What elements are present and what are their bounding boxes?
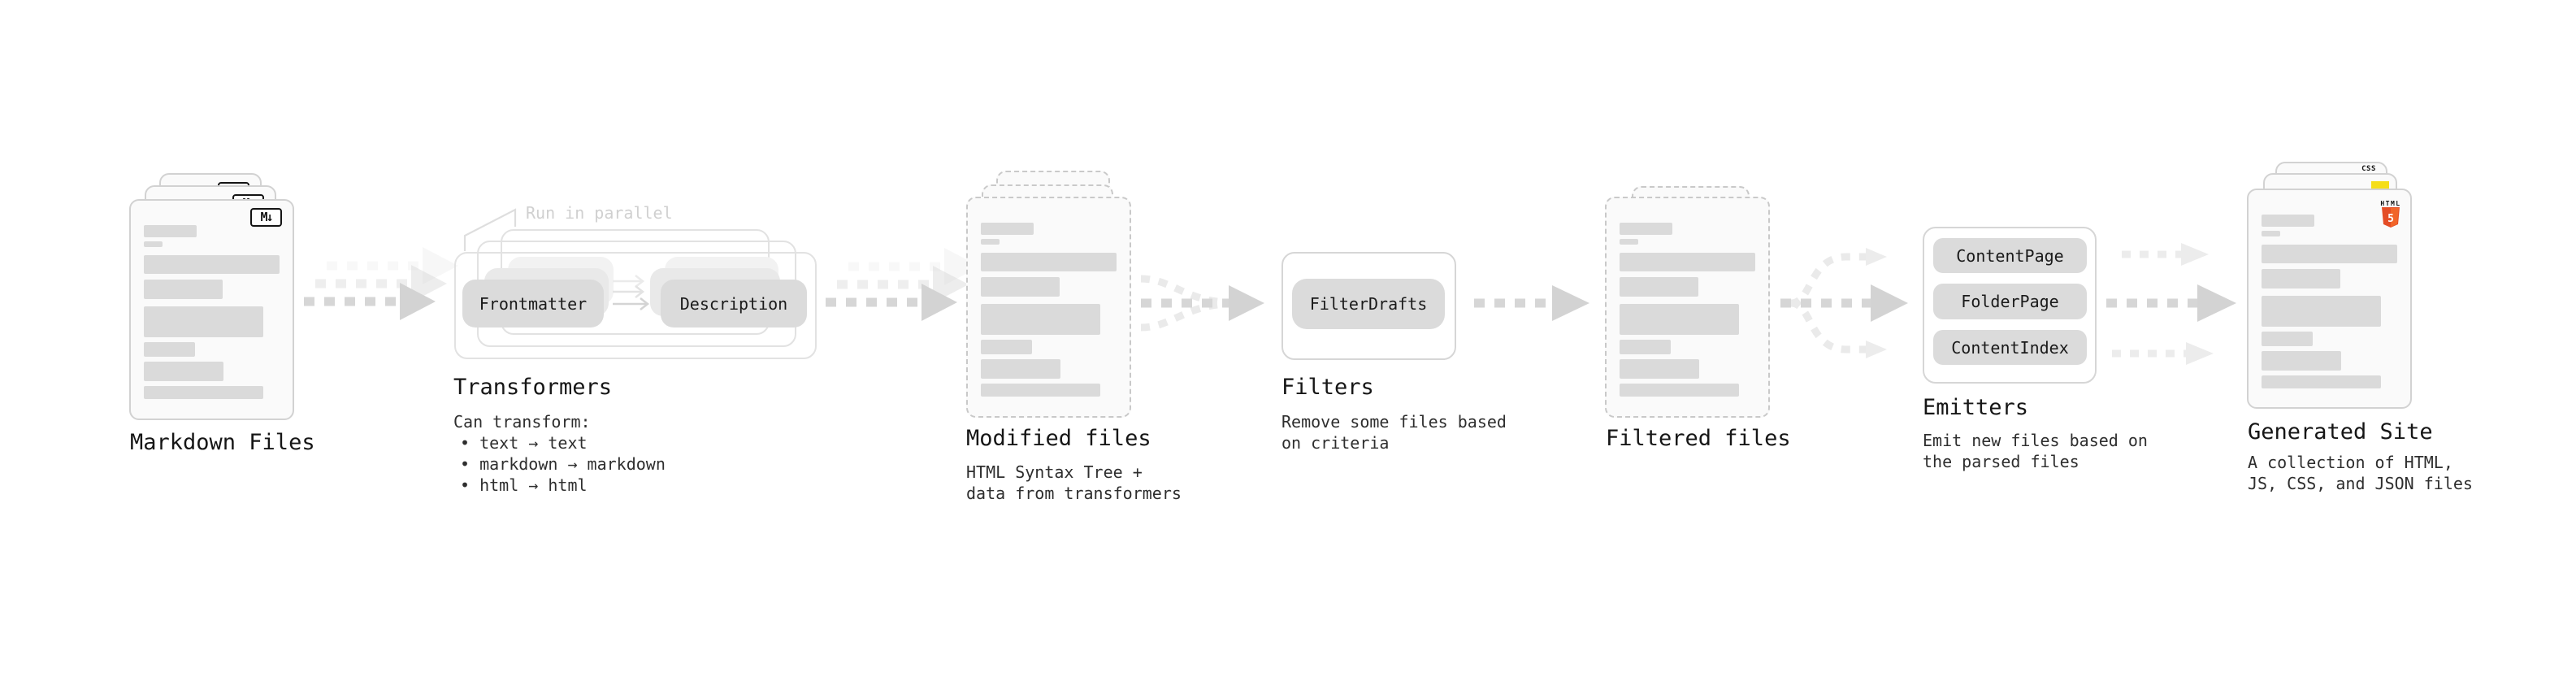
placeholder-bar: [2262, 351, 2341, 371]
emitter-pill-contentindex: ContentIndex: [1933, 330, 2087, 365]
placeholder-bar: [981, 223, 1034, 235]
stage-title-generated-site: Generated Site: [2248, 419, 2433, 445]
stage-desc-emitters: Emit new files based on the parsed files: [1923, 430, 2148, 472]
placeholder-bar: [1620, 340, 1671, 354]
desc-bullet: • text → text: [460, 433, 588, 453]
desc-bullet: • html → html: [460, 475, 588, 495]
placeholder-bar: [981, 304, 1100, 335]
stage-title-transformers: Transformers: [453, 375, 613, 400]
placeholder-bar: [1620, 277, 1698, 297]
pill-label: Description: [679, 293, 788, 314]
placeholder-bar: [144, 386, 263, 399]
stage-title-filtered-files: Filtered files: [1606, 426, 1791, 451]
placeholder-bar: [144, 362, 223, 381]
parallel-note-label: Run in parallel: [526, 203, 673, 223]
placeholder-bar: [1620, 359, 1699, 379]
placeholder-bar: [2262, 231, 2280, 236]
stage-title-filters: Filters: [1281, 375, 1374, 400]
html5-number: 5: [2387, 213, 2394, 225]
placeholder-bar: [144, 225, 197, 237]
stage-desc-modified-files: HTML Syntax Tree + data from transformer…: [966, 462, 1182, 504]
placeholder-bar: [2262, 269, 2340, 288]
css-label: CSS: [2361, 165, 2376, 173]
placeholder-bar: [1620, 384, 1739, 397]
placeholder-bar: [1620, 304, 1739, 335]
desc-line: Emit new files based on: [1923, 431, 2148, 450]
markdown-icon: M↓: [250, 208, 282, 227]
emitter-pill-folderpage: FolderPage: [1933, 284, 2087, 319]
pill-label: ContentPage: [1956, 245, 2064, 266]
transformer-pill-description: Description: [661, 280, 807, 327]
html5-shield: 5: [2382, 207, 2400, 228]
desc-line: data from transformers: [966, 484, 1182, 503]
transformers-layer-front: [454, 252, 817, 359]
arrow-filtered-to-emitters-split: [1780, 248, 1908, 358]
pill-flow-arrows: [613, 275, 650, 310]
modified-file-card-front: [966, 197, 1131, 418]
generated-file-card-html: HTML 5: [2247, 189, 2412, 409]
desc-line: the parsed files: [1923, 452, 2079, 471]
placeholder-bar: [144, 241, 163, 247]
placeholder-bar: [2262, 245, 2397, 263]
pill-label: ContentIndex: [1951, 337, 2069, 358]
placeholder-bar: [1620, 223, 1672, 235]
stage-title-emitters: Emitters: [1923, 395, 2029, 420]
desc-line: HTML Syntax Tree +: [966, 462, 1143, 482]
placeholder-bar: [2262, 215, 2314, 227]
transformer-pill-frontmatter: Frontmatter: [462, 280, 604, 327]
stage-desc-generated-site: A collection of HTML, JS, CSS, and JSON …: [2248, 452, 2473, 494]
placeholder-bar: [144, 306, 263, 337]
placeholder-bar: [981, 384, 1100, 397]
placeholder-bar: [981, 253, 1117, 271]
arrow-filters-to-filtered: [1474, 285, 1589, 321]
arrow-emitter-middle-to-site: [2106, 284, 2236, 322]
markdown-file-card-front: M↓: [129, 199, 294, 420]
desc-line: Can transform:: [453, 412, 591, 432]
js-file-icon: [2371, 181, 2389, 189]
placeholder-bar: [1620, 239, 1638, 245]
desc-bullet: • markdown → markdown: [460, 454, 666, 474]
arrow-emitter-top-to-site: [2122, 243, 2209, 266]
placeholder-bar: [2262, 332, 2313, 346]
pill-label: FilterDrafts: [1309, 294, 1428, 314]
html5-icon: HTML 5: [2379, 200, 2402, 232]
stage-title-markdown-files: Markdown Files: [130, 430, 315, 455]
desc-line: Remove some files based: [1281, 412, 1507, 432]
filtered-file-card-front: [1605, 197, 1770, 418]
desc-line: JS, CSS, and JSON files: [2248, 474, 2473, 493]
pill-label: Frontmatter: [479, 293, 588, 314]
desc-line: on criteria: [1281, 433, 1390, 453]
parallel-note-leader-line: [463, 208, 517, 251]
pill-label: FolderPage: [1961, 292, 2059, 311]
emitter-pill-contentpage: ContentPage: [1933, 238, 2087, 273]
filter-pill-filterdrafts: FilterDrafts: [1292, 279, 1445, 329]
arrow-transformers-to-modified: [826, 248, 980, 321]
placeholder-bar: [2262, 296, 2381, 327]
placeholder-bar: [144, 280, 223, 299]
html5-word: HTML: [2380, 200, 2401, 207]
stage-desc-filters: Remove some files based on criteria: [1281, 411, 1507, 453]
arrow-emitter-bottom-to-site: [2112, 342, 2214, 365]
placeholder-bar: [1620, 253, 1755, 271]
placeholder-bar: [981, 340, 1032, 354]
placeholder-bar: [981, 239, 1000, 245]
placeholder-bar: [2262, 375, 2381, 388]
arrow-modified-to-filters-merge: [1140, 275, 1264, 332]
stage-desc-transformers: Can transform: • text → text • markdown …: [453, 411, 666, 496]
arrow-markdown-to-transformers: [304, 247, 458, 320]
placeholder-bar: [981, 359, 1060, 379]
placeholder-bar: [144, 342, 195, 357]
stage-title-modified-files: Modified files: [966, 426, 1151, 451]
placeholder-bar: [144, 255, 280, 274]
desc-line: A collection of HTML,: [2248, 453, 2453, 472]
placeholder-bar: [981, 277, 1060, 297]
